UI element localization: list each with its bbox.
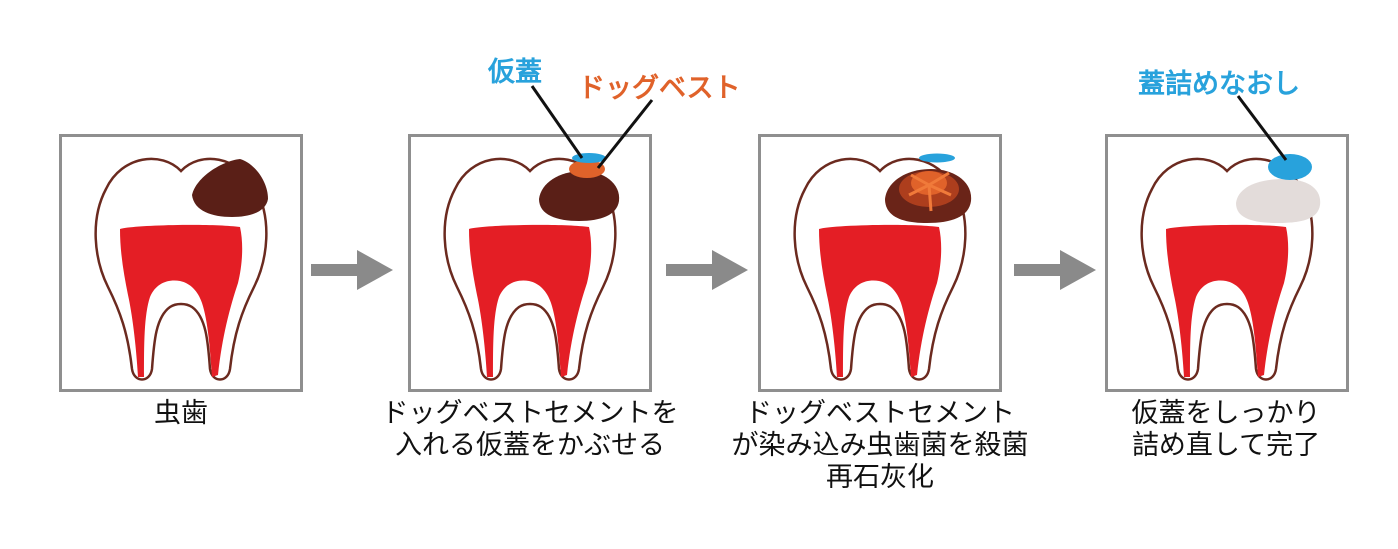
caries-lesion: [192, 159, 268, 217]
temporary-cap: [919, 153, 955, 163]
caption-step-2: ドッグベストセメントを 入れる仮蓋をかぶせる: [381, 398, 679, 461]
tooth-with-caries-illustration: [94, 157, 268, 381]
remineralized-area: [1236, 179, 1321, 223]
tooth-restored-illustration: [1140, 154, 1321, 381]
panel-step-1: [59, 134, 303, 392]
final-filling: [1268, 154, 1312, 180]
panel-step-4: [1105, 134, 1349, 392]
diffusion-arrows-icon: [908, 171, 952, 212]
tooth-cement-penetrating-illustration: [793, 153, 972, 381]
temporary-cap: [572, 153, 606, 163]
callout-temporary-cap: 仮蓋: [488, 57, 542, 88]
callout-dogbest: ドッグベスト: [578, 73, 741, 104]
caption-step-1: 虫歯: [154, 398, 208, 429]
arrow-right-icon: [1014, 250, 1096, 290]
callout-refill: 蓋詰めなおし: [1138, 69, 1300, 100]
caption-step-3: ドッグベストセメント が染み込み虫歯菌を殺菌 再石灰化: [731, 398, 1029, 493]
arrow-right-icon: [666, 250, 748, 290]
caries-lesion: [539, 171, 620, 221]
arrow-right-icon: [311, 250, 393, 290]
tooth-with-dogbest-cement-illustration: [443, 153, 620, 381]
panel-step-3: [758, 134, 1002, 392]
dogbest-cement: [569, 160, 605, 178]
panel-step-2: [408, 134, 652, 392]
caption-step-4: 仮蓋をしっかり 詰め直して完了: [1131, 398, 1321, 461]
